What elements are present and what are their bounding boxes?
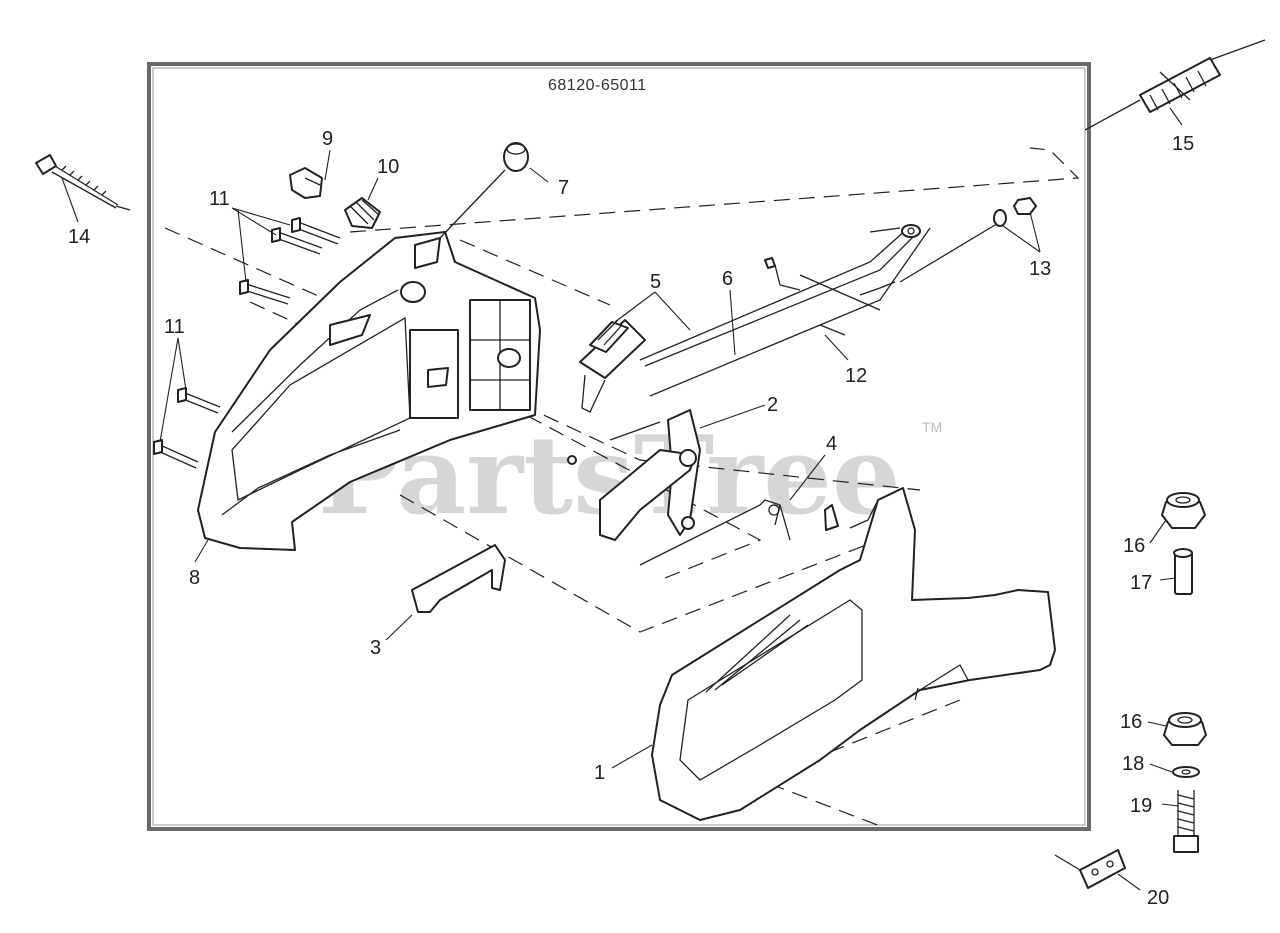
callout-12: 12	[845, 365, 867, 387]
part-18-washer	[1172, 766, 1200, 778]
callout-8: 8	[189, 567, 200, 589]
callout-19: 19	[1130, 795, 1152, 817]
callout-17: 17	[1130, 572, 1152, 594]
callout-3: 3	[370, 637, 381, 659]
callout-20: 20	[1147, 887, 1169, 909]
part-5-stop-switch	[579, 319, 646, 413]
part-20-plate	[1054, 849, 1126, 889]
callout-15: 15	[1172, 133, 1194, 155]
part-11-screws	[153, 217, 341, 469]
part-17-spacer	[1173, 548, 1193, 595]
part-8-handle-housing	[197, 231, 541, 551]
part-13-nut-washer	[993, 197, 1037, 227]
part-4-spring	[639, 499, 791, 566]
callout-4: 4	[826, 433, 837, 455]
callout-11-upper: 11	[209, 188, 230, 210]
callout-11-lower: 11	[164, 316, 185, 338]
part-14-bolt	[35, 154, 131, 211]
callout-1: 1	[594, 762, 605, 784]
part-9-button	[289, 167, 323, 199]
callout-6: 6	[722, 268, 733, 290]
callout-2: 2	[767, 394, 778, 416]
part-16-grommet-upper	[1161, 492, 1206, 529]
part-10-spring	[344, 197, 381, 229]
part-number-label: 68120-65011	[548, 77, 647, 94]
callout-16-upper: 16	[1123, 535, 1145, 557]
part-2-trigger	[567, 409, 701, 541]
part-16-grommet-lower	[1163, 712, 1207, 746]
callout-5: 5	[650, 271, 661, 293]
callout-7: 7	[558, 177, 569, 199]
callout-13: 13	[1029, 258, 1051, 280]
part-3-lockout-lever	[411, 544, 506, 613]
part-19-bolt	[1173, 790, 1199, 853]
part-15-boot-connector	[1084, 39, 1266, 131]
part-7-grommet	[439, 142, 529, 239]
callout-16-lower: 16	[1120, 711, 1142, 733]
callout-labels: 1 2 3 4 5 6 7 8 9 10 11 11 12 13 14 15 1…	[68, 128, 1194, 909]
part-1-rear-handle	[651, 487, 1056, 821]
callout-10: 10	[377, 156, 399, 178]
callout-14: 14	[68, 226, 90, 248]
callout-leaders	[61, 107, 1183, 891]
trademark-mark: TM	[922, 419, 942, 435]
callout-9: 9	[322, 128, 333, 150]
callout-18: 18	[1122, 753, 1144, 775]
part-6-wire-harness	[639, 221, 1001, 397]
